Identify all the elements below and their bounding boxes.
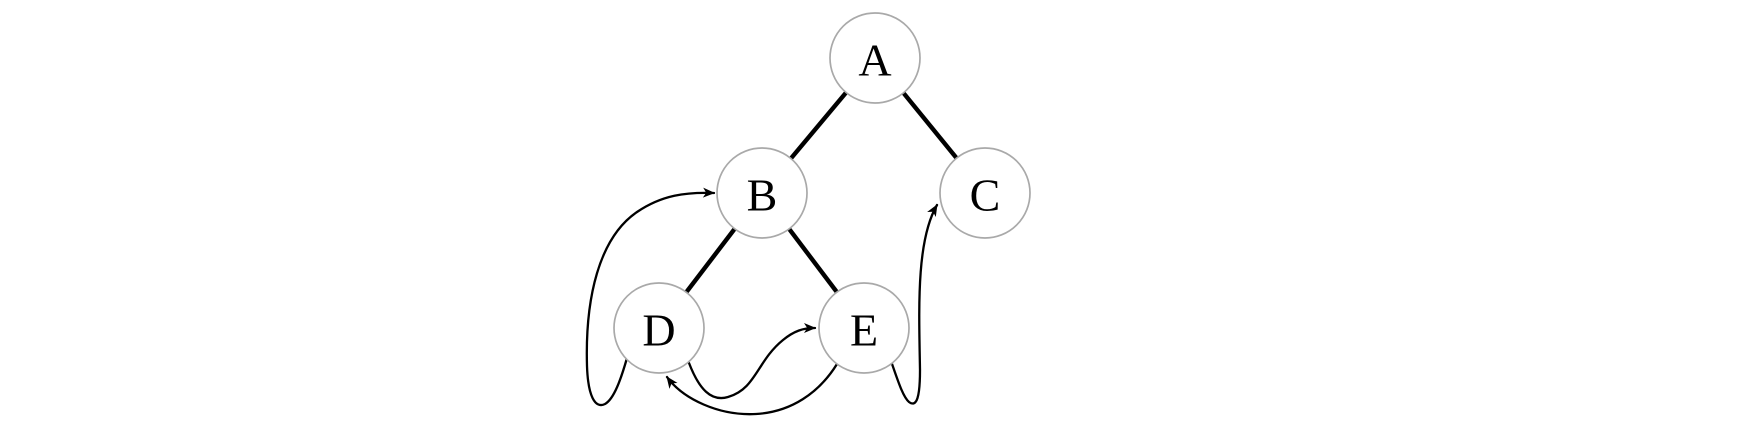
node-E: E (818, 282, 910, 374)
arrow-edge-E-D (665, 362, 839, 416)
arrow-edge-D-B (585, 187, 716, 407)
node-circle-A (829, 12, 921, 104)
node-label-C: C (970, 169, 1001, 220)
node-circle-C (939, 147, 1031, 239)
node-label-E: E (850, 304, 878, 355)
arrow-edge-E-C (889, 203, 939, 405)
node-label-B: B (747, 169, 778, 220)
arrow-edge-D-E (687, 323, 817, 400)
node-A: A (829, 12, 921, 104)
node-circle-D (613, 282, 705, 374)
node-circle-E (818, 282, 910, 374)
node-C: C (939, 147, 1031, 239)
node-D: D (613, 282, 705, 374)
node-circle-B (716, 147, 808, 239)
node-label-A: A (858, 34, 891, 85)
node-label-D: D (642, 304, 675, 355)
node-B: B (716, 147, 808, 239)
